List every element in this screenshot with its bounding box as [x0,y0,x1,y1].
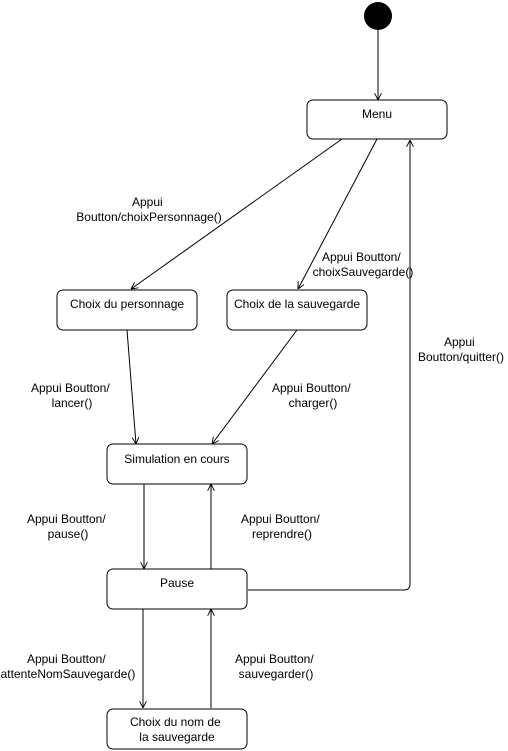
state-choix-nom-label: Choix du nom de la sauvegarde [130,715,224,744]
transition-choix-nom-to-pause-label: Appui Boutton/ sauvegarder() [235,652,317,681]
state-choix-nom-box [106,708,248,750]
initial-state-node [364,2,392,30]
state-choix-personnage-label: Choix du personnage [70,297,184,311]
transition-sauvegarde-to-simulation-line [212,329,298,444]
state-choix-personnage-box [56,289,198,331]
transition-menu-to-sauvegarde-label: Appui Boutton/ choixSauvegarde() [313,250,414,279]
state-simulation-label: Simulation en cours [124,452,229,466]
state-simulation-box [106,443,248,485]
transition-menu-to-personnage-line [131,138,343,289]
transition-menu-to-sauvegarde-line [298,138,378,289]
state-pause-box [106,568,248,610]
state-pause-label: Pause [160,576,194,590]
transition-personnage-to-simulation-label: Appui Boutton/ lancer() [31,381,113,410]
transition-personnage-to-simulation-line [126,329,136,444]
transition-pause-to-menu-line [248,140,410,591]
state-choix-sauvegarde-box [226,289,368,331]
state-menu-box [306,99,448,140]
state-choix-sauvegarde-label: Choix de la sauvegarde [234,297,360,311]
transition-pause-to-simulation-label: Appui Boutton/ reprendre() [241,512,323,541]
transition-simulation-to-pause-label: Appui Boutton/ pause() [27,512,109,541]
transition-pause-to-choix-nom-label: Appui Boutton/ attenteNomSauvegarde() [1,652,136,681]
transition-sauvegarde-to-simulation-label: Appui Boutton/ charger() [272,381,354,410]
transition-pause-to-menu-label: Appui Boutton/quitter() [418,335,504,364]
transition-menu-to-personnage-label: Appui Boutton/choixPersonnage() [76,195,221,224]
state-menu-label: Menu [362,107,392,121]
